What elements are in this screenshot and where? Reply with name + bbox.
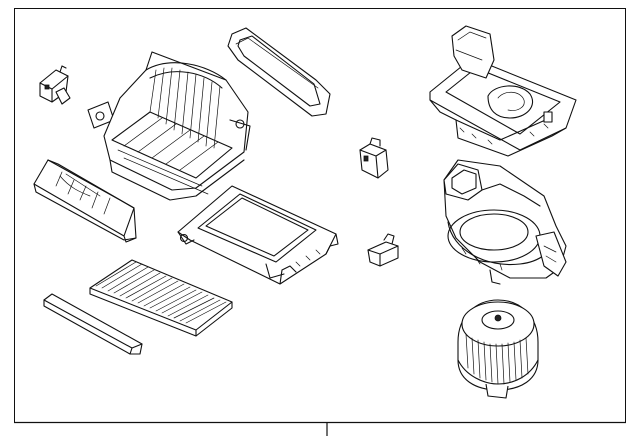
- filter-cover-icon: [177, 185, 339, 285]
- blower-case-upper-icon: [429, 25, 577, 157]
- heater-core-housing-icon: [87, 51, 251, 201]
- filter-seal-strip-icon: [43, 293, 143, 355]
- intake-duct-icon: [33, 159, 137, 243]
- blower-motor-icon: [457, 299, 539, 399]
- housing-seal-icon: [227, 27, 331, 117]
- resistor-icon: [359, 137, 389, 179]
- cabin-air-filter-icon: [89, 259, 233, 337]
- mode-actuator-icon: [39, 65, 71, 105]
- blower-case-lower-icon: [443, 159, 567, 285]
- sensor-connector-icon: [367, 233, 399, 267]
